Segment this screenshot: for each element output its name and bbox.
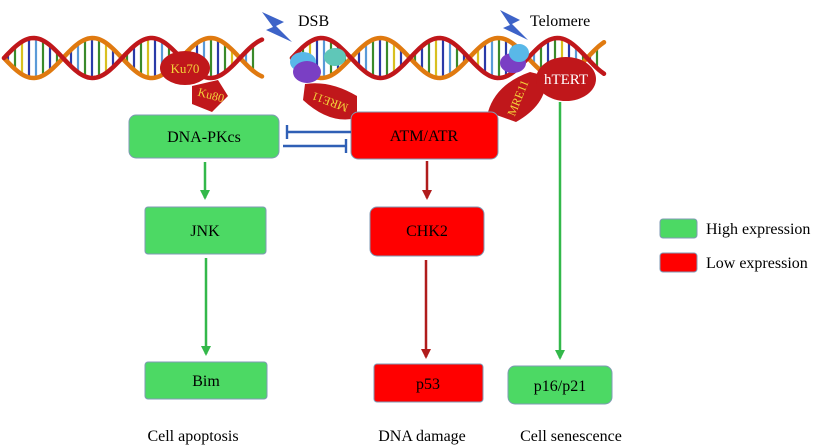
- ku70-label: Ku70: [171, 61, 200, 76]
- htert-label: hTERT: [544, 72, 588, 88]
- bim-label: Bim: [192, 373, 220, 390]
- legend-label-high: High expression: [706, 221, 810, 238]
- mre11-right-protein: [488, 72, 547, 122]
- outcome-apoptosis: Cell apoptosis: [147, 428, 238, 445]
- legend-swatch-low: [659, 252, 698, 273]
- atm-atr-box: [350, 111, 499, 160]
- bim-box: [144, 361, 268, 400]
- dna-pkcs-box: [128, 114, 280, 159]
- dna-pkcs-label: DNA-PKcs: [167, 129, 241, 146]
- jnk-label: JNK: [190, 223, 220, 240]
- ku70-protein: [160, 51, 210, 85]
- mre11-left-protein: [303, 83, 357, 120]
- inhibition-arrows: [283, 125, 351, 153]
- p53-label: p53: [416, 376, 440, 393]
- chk2-label: CHK2: [406, 223, 448, 240]
- dsb-label: DSB: [298, 13, 329, 30]
- legend-swatch-high: [659, 218, 698, 239]
- telomere-label: Telomere: [530, 13, 590, 30]
- outcome-dna-damage: DNA damage: [378, 428, 466, 445]
- jnk-box: [144, 206, 267, 255]
- ku80-label: Ku80: [196, 85, 225, 105]
- legend: High expression Low expression: [659, 218, 810, 273]
- legend-label-low: Low expression: [706, 255, 808, 272]
- dna-strand: [1, 35, 265, 81]
- protein-blob-purple: [293, 61, 321, 83]
- p53-box: [373, 363, 484, 403]
- chk2-box: [369, 206, 485, 257]
- p16p21-box: [507, 365, 613, 405]
- htert-protein: [536, 57, 596, 101]
- p16p21-label: p16/p21: [534, 378, 586, 395]
- dna-strand: [1, 35, 265, 81]
- outcome-senescence: Cell senescence: [520, 428, 622, 445]
- lightning-bolt-icon: [500, 10, 528, 40]
- ku80-protein: [192, 80, 228, 112]
- dna-strand: [289, 35, 607, 81]
- lightning-bolt-icon: [262, 12, 292, 42]
- protein-blob-blue: [509, 44, 529, 62]
- protein-blob-teal: [324, 48, 346, 66]
- atm-atr-label: ATM/ATR: [390, 128, 459, 145]
